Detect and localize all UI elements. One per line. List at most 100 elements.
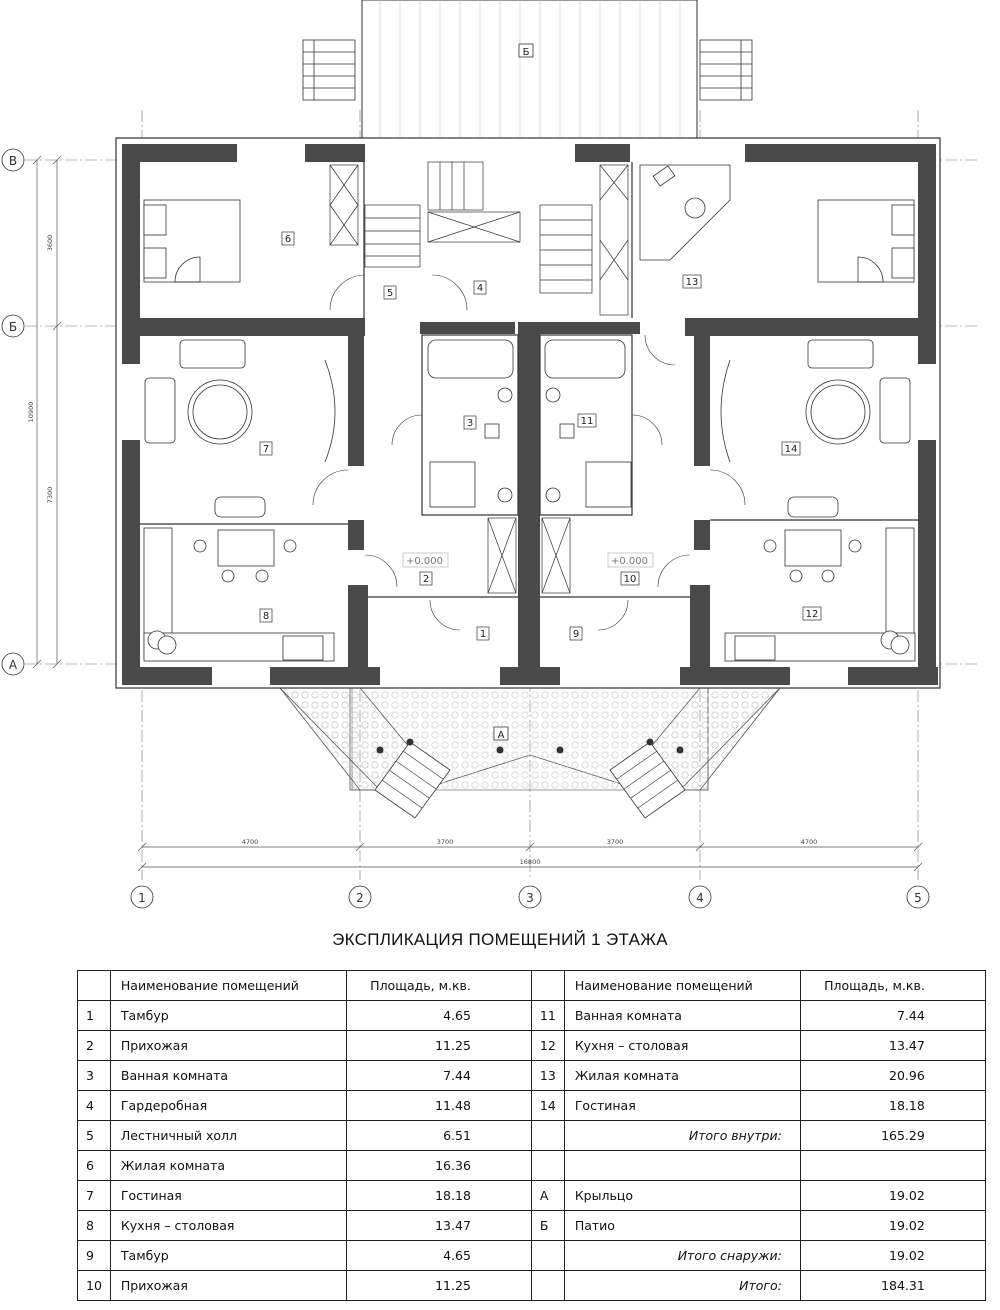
room-2: 2 (423, 574, 429, 585)
room-name-cell: Лестничный холл (109, 1120, 347, 1151)
kitchen-right-furniture (724, 527, 916, 662)
partitions (140, 162, 918, 598)
axis-labels: 1 2 3 4 5 В Б А (9, 154, 922, 905)
room-name-cell: Кухня – столовая (109, 1210, 347, 1241)
kitchen-left-furniture (143, 527, 335, 662)
room-area-cell: 11.25 (345, 1270, 532, 1301)
room-no-cell: 11 (530, 1000, 565, 1031)
desk-icon (639, 164, 731, 261)
room-area-cell: 13.47 (799, 1030, 986, 1061)
room-area-cell: 11.25 (345, 1030, 532, 1061)
room-area-cell: 11.48 (345, 1090, 532, 1121)
room-no-cell: 9 (77, 1240, 111, 1271)
room-11: 11 (581, 416, 594, 427)
room-6: 6 (285, 234, 291, 245)
room-area-cell: 18.18 (345, 1180, 532, 1211)
room-area-cell: 7.44 (345, 1060, 532, 1091)
patio: Б (361, 0, 698, 141)
total-inside-label: Итого внутри: (563, 1120, 801, 1151)
room-no-cell (530, 1270, 565, 1301)
room-9: 9 (573, 629, 579, 640)
room-labels: 1 2 3 4 5 6 7 8 9 10 11 12 13 14 (259, 231, 822, 641)
room-area-cell: 6.51 (345, 1120, 532, 1151)
room-name-cell: Крыльцо (563, 1180, 801, 1211)
room-no-cell: А (530, 1180, 565, 1211)
axis-markers (1, 148, 930, 909)
doors (312, 274, 746, 631)
room-name-cell: Тамбур (109, 1000, 347, 1031)
outdoor-label-a: А (498, 730, 505, 741)
room-no-cell (530, 1240, 565, 1271)
axis-label-a: А (9, 658, 18, 672)
room-no-cell: 8 (77, 1210, 111, 1241)
room-area-cell: 4.65 (345, 1240, 532, 1271)
room-4: 4 (477, 283, 483, 294)
closets (329, 164, 629, 594)
level-marks: +0.000 +0.000 (402, 552, 654, 568)
interior-stairs (364, 161, 593, 294)
dimension-lines (32, 155, 923, 872)
room-area-cell: 19.02 (799, 1180, 986, 1211)
outdoor-label-b: Б (523, 47, 530, 58)
room-no-cell: 6 (77, 1150, 111, 1181)
room-1: 1 (480, 629, 486, 640)
room-area-cell: 4.65 (345, 1000, 532, 1031)
header-no-cell (530, 970, 565, 1001)
room-no-cell: 4 (77, 1090, 111, 1121)
room-12: 12 (806, 609, 819, 620)
room-no-cell: 13 (530, 1060, 565, 1091)
bed-right-icon (817, 199, 915, 283)
level-mark-left: +0.000 (406, 556, 443, 567)
header-name-cell: Наименование помещений (109, 970, 347, 1001)
total-value: 184.31 (799, 1270, 986, 1301)
dim-bottom-3: 3700 (607, 838, 624, 846)
room-area-cell: 16.36 (345, 1150, 532, 1181)
header-name-cell: Наименование помещений (563, 970, 801, 1001)
dim-bottom-4: 4700 (801, 838, 818, 846)
room-area-cell: 19.02 (799, 1210, 986, 1241)
total-outside-value: 19.02 (799, 1240, 986, 1271)
walls (122, 144, 938, 685)
room-no-cell: 10 (77, 1270, 111, 1301)
floor-plan: 4700 3700 3700 4700 16800 3600 7300 1090… (1, 0, 980, 909)
room-no-cell: 2 (77, 1030, 111, 1061)
room-name-cell: Ванная комната (109, 1060, 347, 1091)
bed-left-icon (143, 199, 241, 283)
room-no-cell: 7 (77, 1180, 111, 1211)
room-no-cell: 5 (77, 1120, 111, 1151)
room-area-cell: 13.47 (345, 1210, 532, 1241)
dim-left-2: 7300 (46, 487, 54, 504)
axis-label-b: Б (9, 320, 17, 334)
room-name-cell: Гостиная (109, 1180, 347, 1211)
header-area-cell: Площадь, м.кв. (345, 970, 532, 1001)
dim-bottom-2: 3700 (437, 838, 454, 846)
room-no-cell: 3 (77, 1060, 111, 1091)
room-name-cell: Патио (563, 1210, 801, 1241)
living-right-furniture (720, 339, 911, 518)
total-outside-label: Итого снаружи: (563, 1240, 801, 1271)
dimension-labels: 4700 3700 3700 4700 16800 3600 7300 1090… (27, 235, 817, 866)
room-name-cell: Прихожая (109, 1270, 347, 1301)
room-no-cell: 14 (530, 1090, 565, 1121)
room-7: 7 (263, 444, 269, 455)
room-5: 5 (387, 288, 393, 299)
level-mark-right: +0.000 (611, 556, 648, 567)
room-name-cell: Прихожая (109, 1030, 347, 1061)
dim-bottom-1: 4700 (242, 838, 259, 846)
dim-total-width: 16800 (520, 858, 541, 866)
side-stairs-top (302, 39, 753, 101)
room-no-cell (530, 1120, 565, 1151)
axis-label-4: 4 (696, 891, 704, 905)
dim-left-1: 3600 (46, 235, 54, 252)
room-8: 8 (263, 611, 269, 622)
